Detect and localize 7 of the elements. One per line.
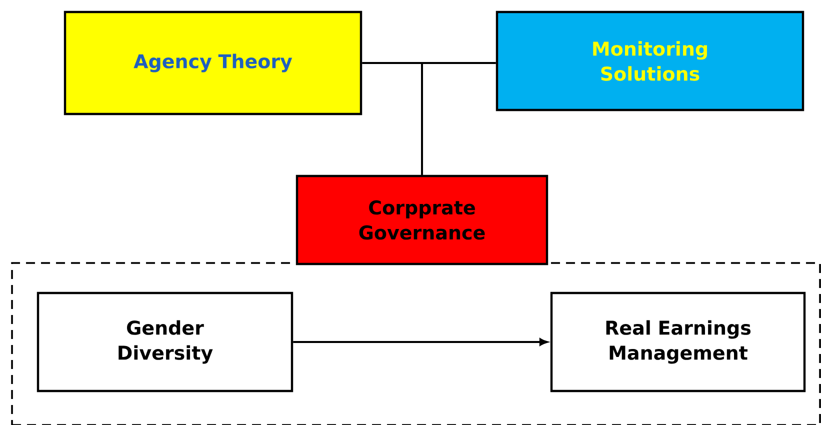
- arrow: [293, 338, 548, 346]
- concept-box: Corpprate Governance: [296, 174, 548, 266]
- theory-box: Monitoring Solutions: [496, 10, 804, 112]
- connector-line: [421, 62, 496, 175]
- theory-box: Agency Theory: [64, 10, 362, 116]
- variable-box: Real Earnings Management: [550, 292, 806, 392]
- variable-box: Gender Diversity: [36, 292, 294, 392]
